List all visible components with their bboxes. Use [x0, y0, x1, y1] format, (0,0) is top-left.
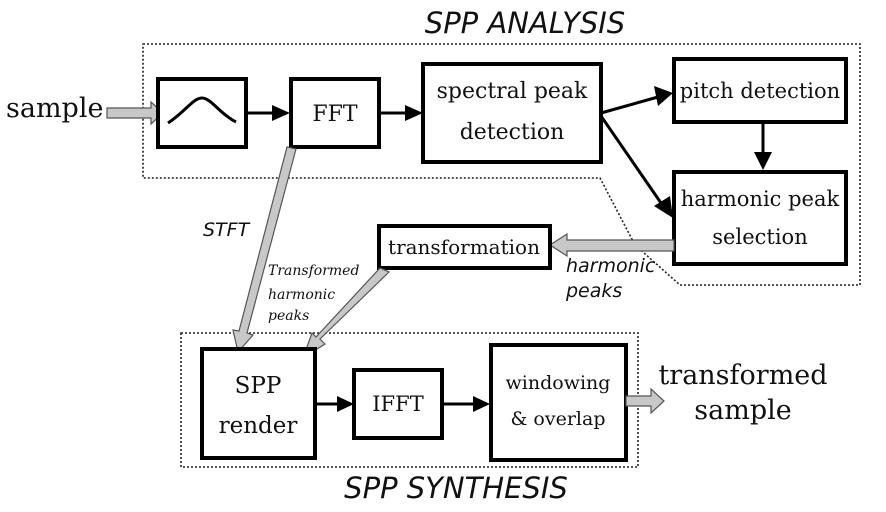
windowing-label-line1: windowing	[506, 372, 611, 394]
harmonic-peaks-label-line1: harmonic	[566, 255, 656, 277]
fft-label: FFT	[312, 102, 358, 127]
arrowhead	[272, 105, 290, 121]
transformation-label: transformation	[388, 235, 540, 259]
stft-arrow	[232, 146, 297, 354]
windowing-label-line2: & overlap	[510, 408, 605, 430]
harmonic-peak-label-line1: harmonic peak	[681, 187, 840, 211]
arrowhead	[754, 152, 772, 170]
harmonic-peak-selection-block[interactable]	[672, 170, 848, 266]
arrowhead	[654, 196, 673, 218]
transformed-peaks-label-line2: harmonic	[268, 287, 335, 303]
spectral-peak-label-line1: spectral peak	[437, 79, 588, 104]
arrowhead	[654, 86, 673, 106]
output-label-line2: sample	[694, 395, 791, 426]
arrowhead	[405, 105, 423, 121]
output-label-line1: transformed	[658, 360, 827, 391]
transformation-block[interactable]	[377, 224, 552, 270]
transformed-peaks-label-line3: peaks	[268, 308, 309, 324]
ifft-label: IFFT	[372, 392, 423, 416]
analysis-region-border	[142, 43, 861, 286]
spectral-peak-label-line2: detection	[460, 120, 565, 145]
harmonic-peaks-arrow	[548, 232, 675, 258]
input-arrow	[106, 100, 164, 126]
spp-render-label-line1: SPP	[235, 373, 282, 399]
spp-render-block[interactable]	[200, 347, 317, 460]
transformed-peaks-label-line1: Transformed	[268, 263, 359, 279]
window-block[interactable]	[156, 77, 248, 149]
spectral-peak-detection-block[interactable]	[421, 62, 603, 164]
pitch-detection-block[interactable]	[672, 57, 848, 124]
arrowhead	[473, 396, 490, 412]
input-label: sample	[6, 93, 103, 124]
spp-render-label-line2: render	[219, 413, 298, 439]
transformed-peaks-arrow	[301, 267, 391, 360]
synthesis-region-title: SPP SYNTHESIS	[344, 471, 568, 505]
output-arrow	[625, 387, 665, 415]
arrow-spectral-to-harmonic	[599, 115, 663, 204]
harmonic-peak-label-line2: selection	[712, 225, 807, 249]
harmonic-peaks-label-line2: peaks	[565, 280, 622, 302]
pitch-detection-label: pitch detection	[680, 79, 840, 103]
windowing-overlap-block[interactable]	[489, 343, 628, 462]
analysis-region-title: SPP ANALYSIS	[425, 6, 625, 40]
stft-label: STFT	[203, 219, 251, 241]
bell-curve-window-icon	[167, 96, 237, 125]
arrowhead	[337, 396, 354, 412]
fft-block[interactable]	[289, 77, 381, 149]
arrow-spectral-to-pitch	[600, 95, 659, 115]
